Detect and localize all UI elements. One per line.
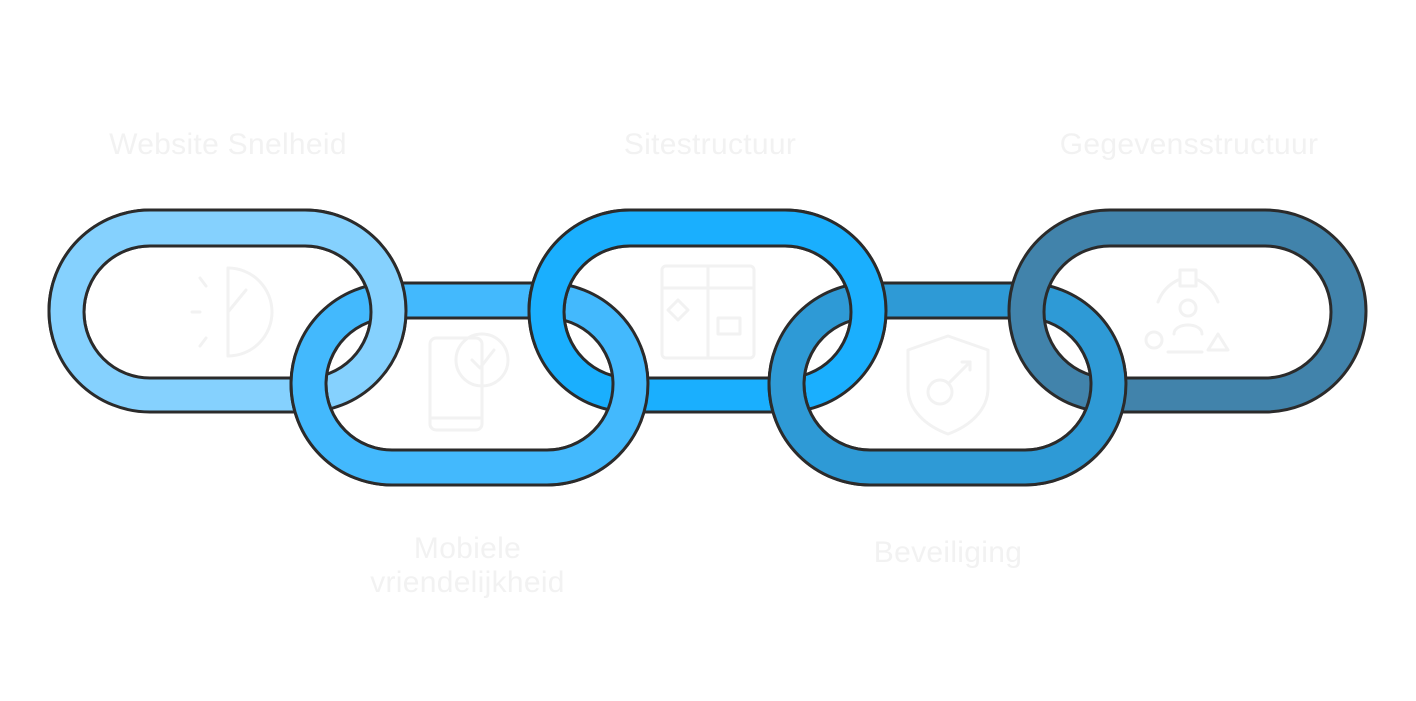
chain-link-4-overlay <box>767 348 1128 487</box>
chain-link-3-overlay <box>527 208 888 348</box>
link-label-sitestructuur: Sitestructuur <box>623 128 797 161</box>
chain-link-2-overlay <box>289 348 650 487</box>
shield-icon <box>906 334 990 436</box>
link-label-gegevensstructuur: Gegevensstructuur <box>1059 128 1319 161</box>
chain-link-1-overlay <box>47 208 408 348</box>
mobile-check-icon <box>428 332 510 432</box>
speedometer-icon <box>190 266 274 358</box>
sitemap-icon <box>660 264 756 360</box>
link-label-website-snelheid: Website Snelheid <box>109 128 347 161</box>
link-label-beveiliging: Beveiliging <box>873 536 1023 569</box>
data-structure-icon <box>1144 268 1230 354</box>
chain-link-5 <box>1007 208 1368 414</box>
chain-link-5-ring <box>1007 208 1368 414</box>
link-label-mobiele-vriendelijkheid: Mobiele vriendelijkheid <box>370 532 565 599</box>
